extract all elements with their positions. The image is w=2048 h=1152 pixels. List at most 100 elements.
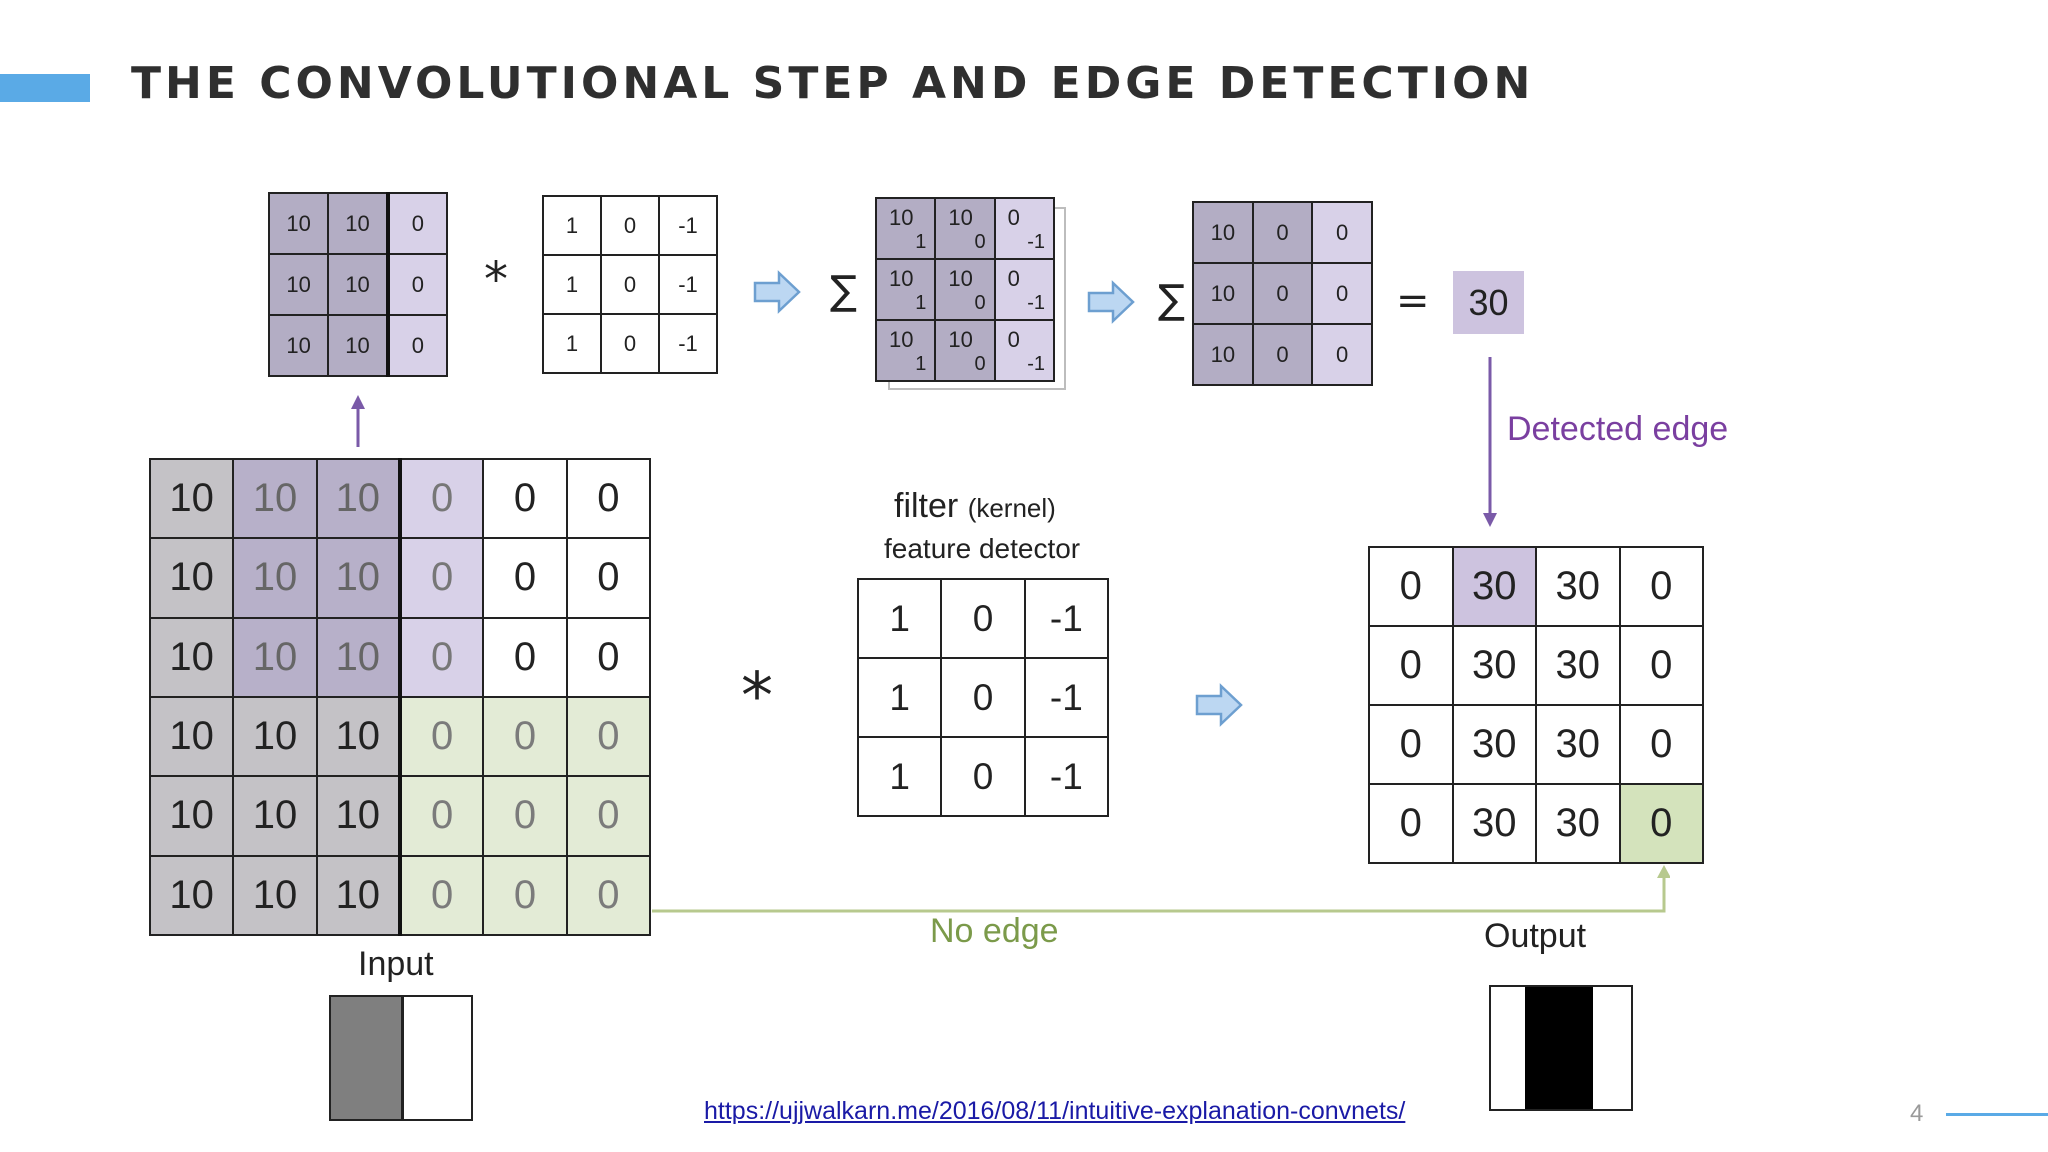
equals-sign: =: [1396, 278, 1430, 324]
sum-cell: 0: [1311, 323, 1373, 386]
output-cell: 30: [1535, 704, 1621, 785]
product-kernel-value: 1: [915, 231, 927, 253]
product-kernel-value: -1: [1027, 292, 1045, 314]
product-kernel-value: 0: [974, 353, 986, 375]
patch-cell: 10: [267, 253, 330, 316]
input-cell: 0: [398, 695, 485, 778]
slide-title: THE CONVOLUTIONAL STEP AND EDGE DETECTIO…: [131, 58, 1535, 109]
input-edge-image: [329, 995, 473, 1121]
input-cell: 0: [398, 616, 485, 698]
sum-cell: 0: [1251, 201, 1314, 264]
convolution-operator: *: [484, 252, 508, 308]
patch-cell: 10: [327, 253, 390, 316]
right-arrow-icon: [1195, 683, 1243, 727]
patch-cell: 0: [386, 314, 449, 377]
product-input-value: 10: [889, 205, 914, 230]
product-kernel-value: 0: [974, 231, 986, 253]
output-cell: 30: [1451, 783, 1537, 864]
input-cell: 10: [315, 616, 402, 698]
input-cell: 10: [148, 537, 235, 619]
product-cell: 0-1: [993, 197, 1056, 260]
output-cell: 0: [1368, 783, 1454, 864]
source-link[interactable]: https://ujjwalkarn.me/2016/08/11/intuiti…: [704, 1097, 1406, 1125]
sum-symbol: ∑: [1158, 277, 1185, 323]
input-cell: 0: [482, 537, 568, 619]
sum-cell: 0: [1251, 323, 1314, 386]
input-cell: 0: [482, 695, 568, 778]
input-cell: 0: [565, 854, 652, 937]
kernel-cell: 0: [940, 578, 1026, 659]
kernel-cell: 1: [542, 313, 602, 374]
sum-cell: 0: [1311, 201, 1373, 264]
kernel-cell: -1: [658, 313, 718, 374]
kernel-cell: -1: [1023, 736, 1110, 817]
product-input-value: 10: [889, 327, 914, 352]
output-label: Output: [1484, 917, 1587, 955]
output-cell: 0: [1368, 704, 1454, 785]
output-cell: 0: [1368, 625, 1454, 706]
title-accent-bar: [0, 74, 90, 102]
kernel-cell: -1: [1023, 657, 1110, 738]
no-edge-label: No edge: [930, 912, 1059, 950]
output-cell: 30: [1451, 625, 1537, 706]
sum-cell: 10: [1192, 323, 1254, 386]
kernel-cell: 0: [600, 254, 660, 315]
output-cell: 0: [1618, 546, 1704, 627]
product-kernel-value: 1: [915, 353, 927, 375]
kernel-cell: 1: [542, 195, 602, 256]
kernel-grid: 1 0 -1 1 0 -1 1 0 -1: [856, 578, 1110, 817]
product-cell: 0-1: [993, 258, 1056, 321]
feature-detector-label: feature detector: [884, 533, 1081, 564]
kernel-grid-small: 1 0 -1 1 0 -1 1 0 -1: [542, 195, 718, 374]
input-cell: 10: [315, 537, 402, 619]
output-cell: 0: [1618, 704, 1704, 785]
input-cell: 10: [315, 695, 402, 778]
input-cell: 0: [482, 457, 568, 540]
output-cell: 30: [1451, 546, 1537, 627]
no-edge-connector: [652, 865, 1671, 918]
patch-cell: 0: [386, 253, 449, 316]
input-cell: 10: [232, 775, 318, 857]
kernel-cell: 1: [542, 254, 602, 315]
right-arrow-icon: [753, 270, 801, 314]
footer-accent-line: [1946, 1113, 2048, 1116]
input-cell: 10: [232, 854, 318, 937]
right-arrow-icon: [1087, 280, 1135, 324]
product-input-value: 0: [1007, 205, 1020, 230]
input-cell: 10: [232, 695, 318, 778]
product-input-value: 10: [948, 205, 973, 230]
kernel-cell: 1: [856, 736, 943, 817]
input-cell: 10: [148, 854, 235, 937]
input-cell: 0: [565, 537, 652, 619]
output-cell: 0: [1618, 783, 1704, 864]
output-cell: 30: [1451, 704, 1537, 785]
patch-cell: 10: [327, 314, 390, 377]
product-input-value: 10: [948, 327, 973, 352]
patch-cell: 10: [327, 192, 390, 255]
input-grid: 10 10 10 0 0 0 10 10 10 0 0 0 10 10 10 0…: [148, 457, 652, 937]
sum-grid: 10 0 0 10 0 0 10 0 0: [1192, 201, 1373, 386]
patch-cell: 0: [386, 192, 449, 255]
input-cell: 10: [315, 457, 402, 540]
kernel-cell: 0: [940, 657, 1026, 738]
input-cell: 0: [565, 775, 652, 857]
input-cell: 10: [232, 537, 318, 619]
patch-cell: 10: [267, 192, 330, 255]
sum-cell: 0: [1251, 262, 1314, 325]
input-cell: 0: [398, 775, 485, 857]
kernel-cell: -1: [1023, 578, 1110, 659]
input-cell: 0: [398, 537, 485, 619]
kernel-cell: -1: [658, 195, 718, 256]
sum-symbol: ∑: [830, 268, 857, 314]
product-kernel-value: 1: [915, 292, 927, 314]
input-cell: 0: [565, 457, 652, 540]
input-cell: 10: [148, 616, 235, 698]
sum-cell: 10: [1192, 201, 1254, 264]
kernel-cell: 0: [600, 313, 660, 374]
